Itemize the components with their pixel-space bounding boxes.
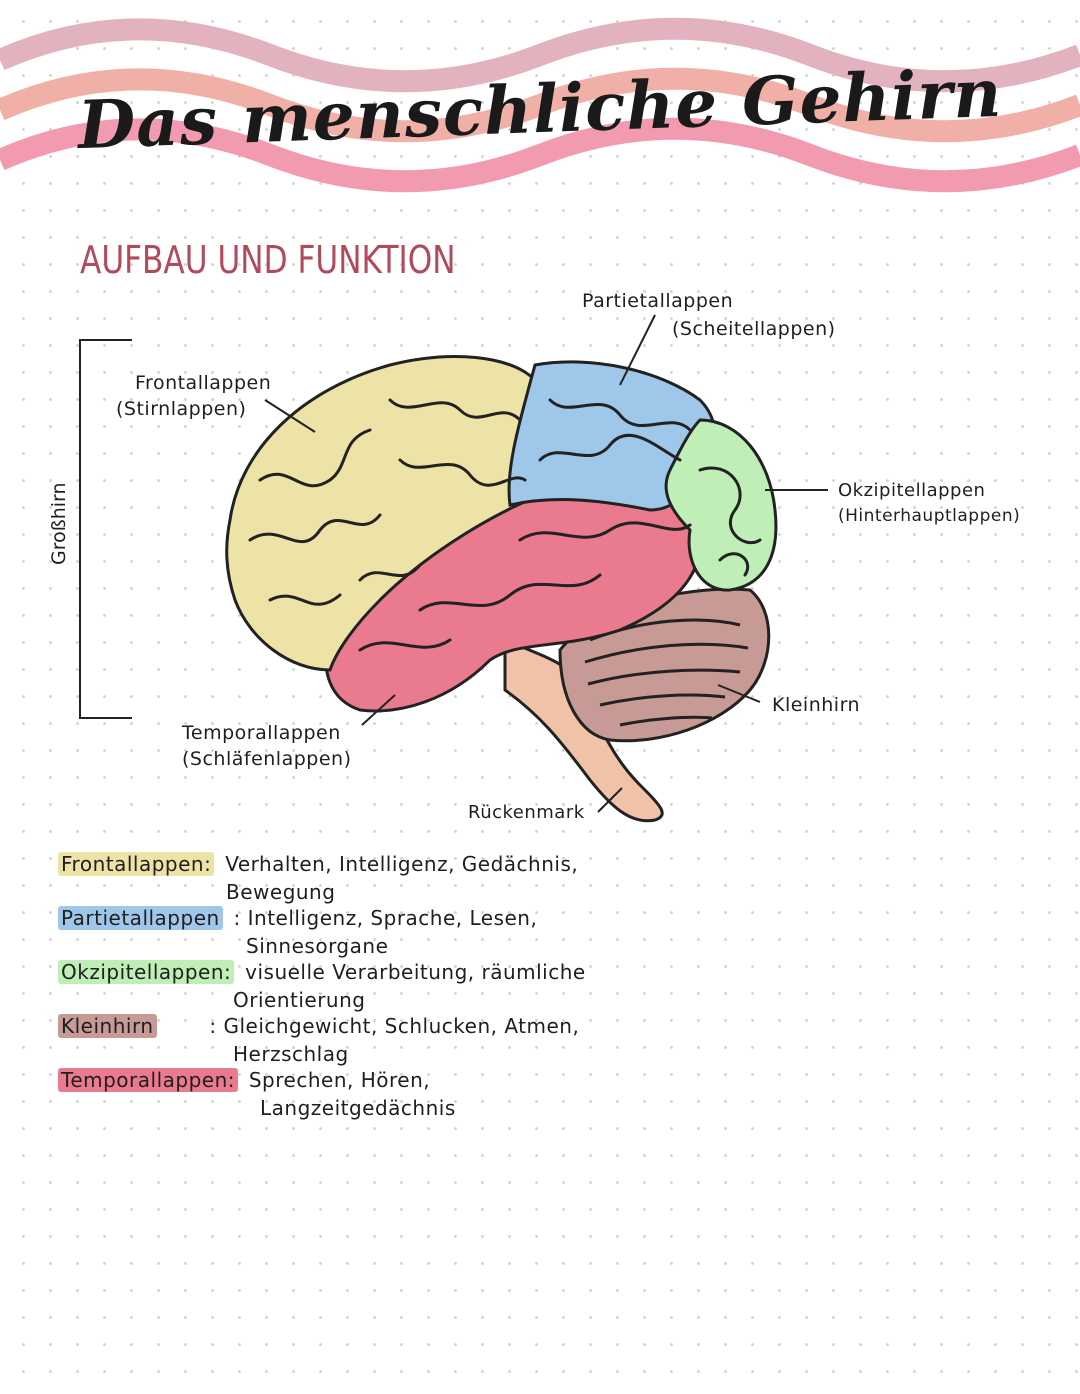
legend-name: Temporallappen: xyxy=(58,1068,238,1092)
frontal-sublabel: (Stirnlappen) xyxy=(116,398,247,420)
legend-line1: Sprechen, Hören, xyxy=(248,1068,431,1092)
legend-row-kleinhirn: Kleinhirn : Gleichgewicht, Schlucken, At… xyxy=(58,1014,580,1066)
parietal-sublabel: (Scheitellappen) xyxy=(672,318,836,340)
grosshirn-label: Großhirn xyxy=(48,482,70,565)
legend-name: Partietallappen xyxy=(58,906,223,930)
frontal-lobe-shape xyxy=(225,355,555,672)
legend-line2: Langzeitgedächnis xyxy=(260,1096,456,1120)
legend-line1: Verhalten, Intelligenz, Gedächnis, xyxy=(225,852,579,876)
leader-lines xyxy=(264,314,828,813)
gyri-lines xyxy=(248,398,762,652)
occipital-lobe-shape xyxy=(664,418,778,592)
legend-row-frontal: Frontallappen: Verhalten, Intelligenz, G… xyxy=(58,852,579,904)
header-wave-decoration xyxy=(0,17,1080,193)
legend-line1: visuelle Verarbeitung, räumliche xyxy=(245,960,586,984)
legend-row-temporal: Temporallappen: Sprechen, Hören, Langzei… xyxy=(58,1068,455,1120)
legend-line2: Herzschlag xyxy=(233,1042,349,1066)
occipital-sublabel: (Hinterhauptlappen) xyxy=(838,506,1021,526)
legend-row-occipital: Okzipitellappen: visuelle Verarbeitung, … xyxy=(58,960,586,1012)
legend-row-parietal: Partietallappen : Intelligenz, Sprache, … xyxy=(58,906,538,958)
legend-line2: Bewegung xyxy=(226,880,336,904)
section-heading: AUFBAU UND FUNKTION xyxy=(80,238,456,282)
legend-name: Kleinhirn xyxy=(58,1014,157,1038)
occipital-label: Okzipitellappen xyxy=(838,480,986,501)
parietal-label: Partietallappen xyxy=(582,290,734,312)
brain-diagram xyxy=(79,314,828,823)
legend-name: Okzipitellappen: xyxy=(58,960,235,984)
temporal-label: Temporallappen xyxy=(182,722,341,744)
legend-line1: : Intelligenz, Sprache, Lesen, xyxy=(233,906,538,930)
kleinhirn-label: Kleinhirn xyxy=(772,694,861,716)
frontal-label: Frontallappen xyxy=(135,372,272,394)
legend-name: Frontallappen: xyxy=(58,852,215,876)
spinal-label: Rückenmark xyxy=(468,802,585,823)
legend-line1: : Gleichgewicht, Schlucken, Atmen, xyxy=(209,1014,580,1038)
legend-line2: Orientierung xyxy=(233,988,366,1012)
grosshirn-bracket xyxy=(79,339,132,719)
legend-line2: Sinnesorgane xyxy=(246,934,389,958)
temporal-sublabel: (Schläfenlappen) xyxy=(182,748,352,770)
